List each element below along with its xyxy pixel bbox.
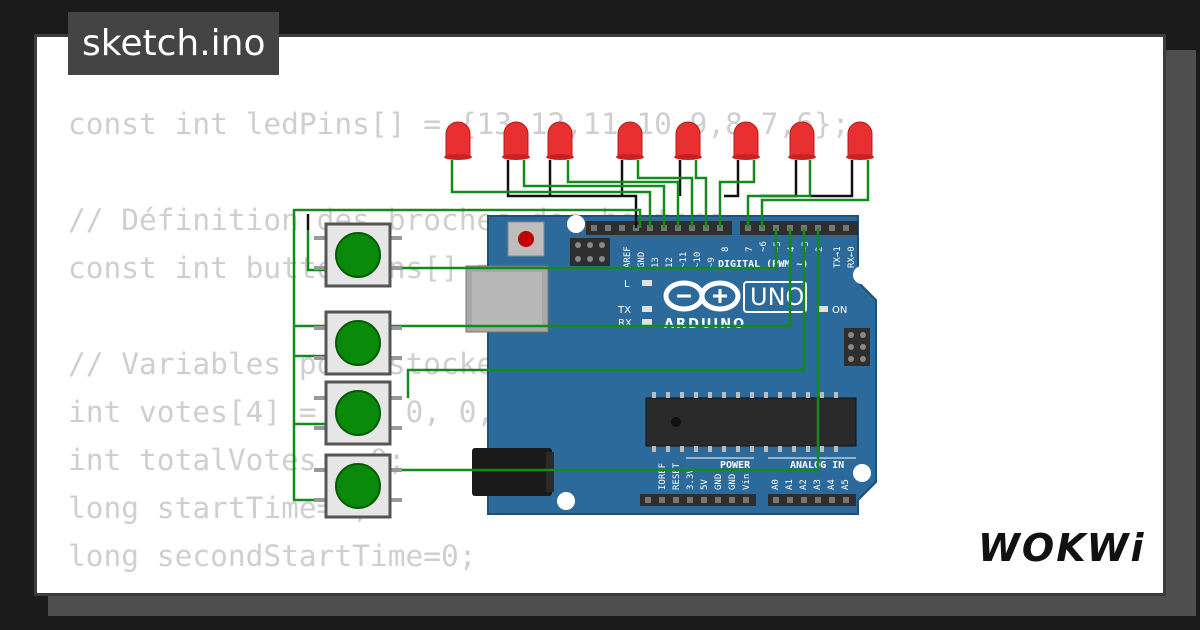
led-10[interactable] [616,121,644,160]
wire-led-7 [746,160,812,228]
pin-label: ~11 [679,252,689,268]
icsp-header-right [844,328,870,366]
led-row [444,121,874,160]
wire-led-11 [566,160,680,228]
power-jack [472,448,552,496]
pushbutton-2[interactable] [314,310,402,376]
digital-label: DIGITAL (PWM ~) [718,259,808,270]
pin-label: 12 [665,257,675,268]
wire-led-9 [694,160,708,228]
wire-button-3 [406,228,806,398]
pin-label: 2 [815,247,825,252]
pin-label: ~3 [801,241,811,252]
pin-label: TX→1 [833,246,843,268]
digital-header-left [586,221,732,235]
mounting-hole [557,492,575,510]
reset-button-cap [518,231,534,247]
led-tx [642,306,652,312]
arduino-logo-icon [663,280,741,312]
pin-label: GND [637,252,647,268]
led-12[interactable] [502,121,530,160]
chip-pins [652,392,838,452]
wire-ground [506,160,638,228]
icsp-header [570,238,610,266]
tx-label: TX [617,305,631,316]
wire-button-4 [390,228,792,328]
bottom-pin-holes [645,497,849,503]
arduino-logo-text: ARDUINO [664,317,746,332]
led-11[interactable] [546,121,574,160]
pin-label: AREF [623,246,633,268]
led-on [818,306,828,312]
pin-label: 7 [745,247,755,252]
pin-label: ~5 [773,241,783,252]
wire-button-2 [390,228,820,472]
pin-label: RX←0 [847,246,857,268]
wire-led-6 [760,160,870,228]
led-7[interactable] [788,121,816,160]
wire-led-8 [718,160,756,228]
power-pin-label: Vin [742,474,752,490]
wire-ground [724,160,740,198]
wire-led-10 [636,160,694,228]
power-pin-label: GND [714,474,724,490]
pushbutton-1[interactable] [314,222,402,288]
analog-pin-label: A0 [771,479,781,490]
pushbutton-3[interactable] [314,380,402,446]
pin-label: ~9 [707,257,717,268]
logo-symbols [677,289,727,303]
analog-pin-label: A2 [799,479,809,490]
pushbutton-4[interactable] [314,453,402,519]
power-pin-label: 5V [700,479,710,490]
led-9[interactable] [674,121,702,160]
wire-led-13 [450,160,652,228]
wire-led-12 [522,160,666,228]
wire-button-5 [390,228,778,270]
analog-header [768,494,856,506]
wire-ground [810,160,854,198]
led-rx [642,319,652,325]
analog-pin-label: A3 [813,479,823,490]
digital-header-right [740,221,858,235]
mounting-hole [567,215,585,233]
power-pin-label: GND [728,474,738,490]
pin-label: 8 [721,247,731,252]
analog-pin-label: A4 [827,479,837,490]
on-label: ON [832,305,847,316]
file-tab[interactable]: sketch.ino [68,12,280,75]
power-pin-label: IOREF [658,463,668,490]
code-line: long secondStartTime=0; [68,539,477,573]
rx-label: RX [618,318,632,329]
led-l [642,280,652,286]
wire-button-ground [292,208,642,502]
arduino-uno-board[interactable]: AREF GND 13 12 ~11 ~10 ~9 8 7 ~6 ~5 4 ~3… [465,215,877,515]
led-13[interactable] [444,121,472,160]
pin-label: 13 [651,257,661,268]
power-header [640,494,756,506]
led-6[interactable] [846,121,874,160]
led-l-label: L [624,279,630,290]
power-pin-label: 3.3V [686,468,696,490]
power-label: POWER [720,460,751,471]
wire-ground [760,160,798,198]
led-8[interactable] [732,121,760,160]
model-label: UNO [750,283,804,311]
analog-pin-label: A5 [841,479,851,490]
model-badge [743,281,807,313]
mounting-hole [853,266,871,284]
wokwi-logo: WOKWi [978,526,1146,570]
pin-label: 4 [787,247,797,252]
pin-label: ~6 [759,241,769,252]
pin-label: ~10 [693,252,703,268]
mounting-hole [853,464,871,482]
power-pin-label: RESET [672,462,682,490]
analog-pin-label: A1 [785,479,795,490]
